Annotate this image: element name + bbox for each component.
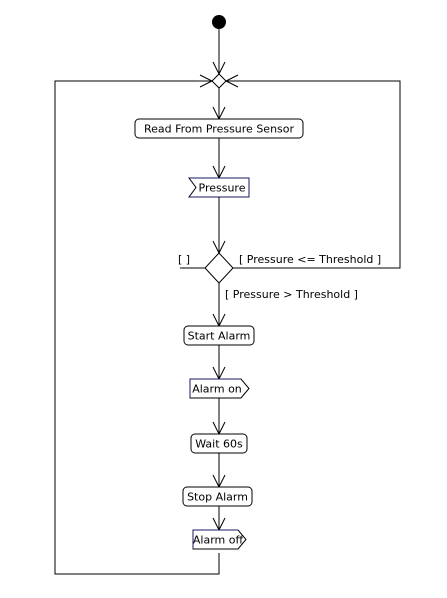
action-wait-label: Wait 60s — [195, 438, 243, 451]
merge-node — [211, 73, 227, 89]
signal-alarm-on-label: Alarm on — [192, 383, 242, 396]
action-stop-alarm — [182, 486, 253, 507]
initial-node — [212, 15, 226, 29]
guard-empty: [ ] — [178, 253, 190, 266]
decision-node — [204, 252, 234, 284]
guard-above-threshold: [ Pressure > Threshold ] — [225, 288, 358, 301]
action-stop-alarm-label: Stop Alarm — [187, 491, 248, 504]
action-start-alarm-label: Start Alarm — [188, 330, 251, 343]
signal-alarm-on-accent — [189, 378, 241, 398]
action-read-sensor-label: Read From Pressure Sensor — [144, 123, 295, 136]
signal-alarm-off-accent — [192, 529, 238, 549]
arrowhead-merge-right — [224, 74, 239, 88]
object-pressure-label: Pressure — [199, 182, 246, 195]
guard-below-threshold: [ Pressure <= Threshold ] — [239, 253, 381, 266]
signal-alarm-off-label: Alarm off — [193, 534, 244, 547]
edge-loop-left-return — [54, 80, 220, 575]
edge-loop-right-return — [226, 80, 401, 269]
arrowhead-merge-left — [199, 74, 214, 88]
